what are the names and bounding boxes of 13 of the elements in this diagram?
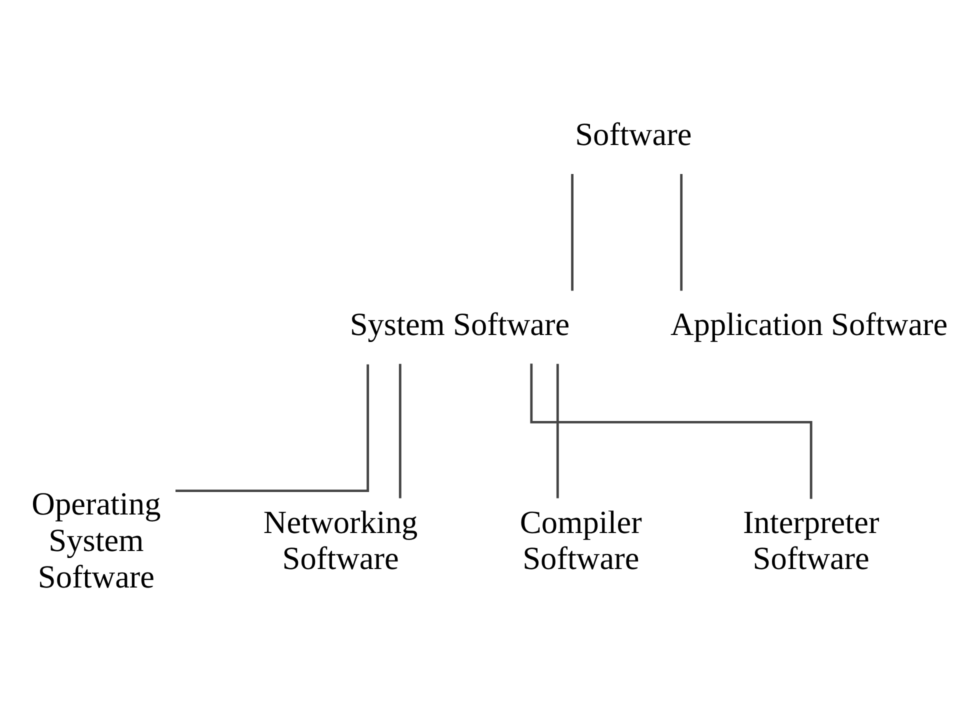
connector [530,363,812,498]
connector [570,174,573,290]
node-text: Compiler Software [519,503,642,576]
connector [680,174,682,290]
connector [398,363,401,498]
node-text: Software [574,116,692,152]
connector [175,364,369,492]
node-text: Operating System Software [31,485,160,594]
connector [556,363,558,498]
node-text: Application Software [670,305,948,342]
node-text: Networking Software [262,503,418,576]
node-text: Interpreter Software [742,503,879,576]
node-text: System Software [349,305,570,342]
